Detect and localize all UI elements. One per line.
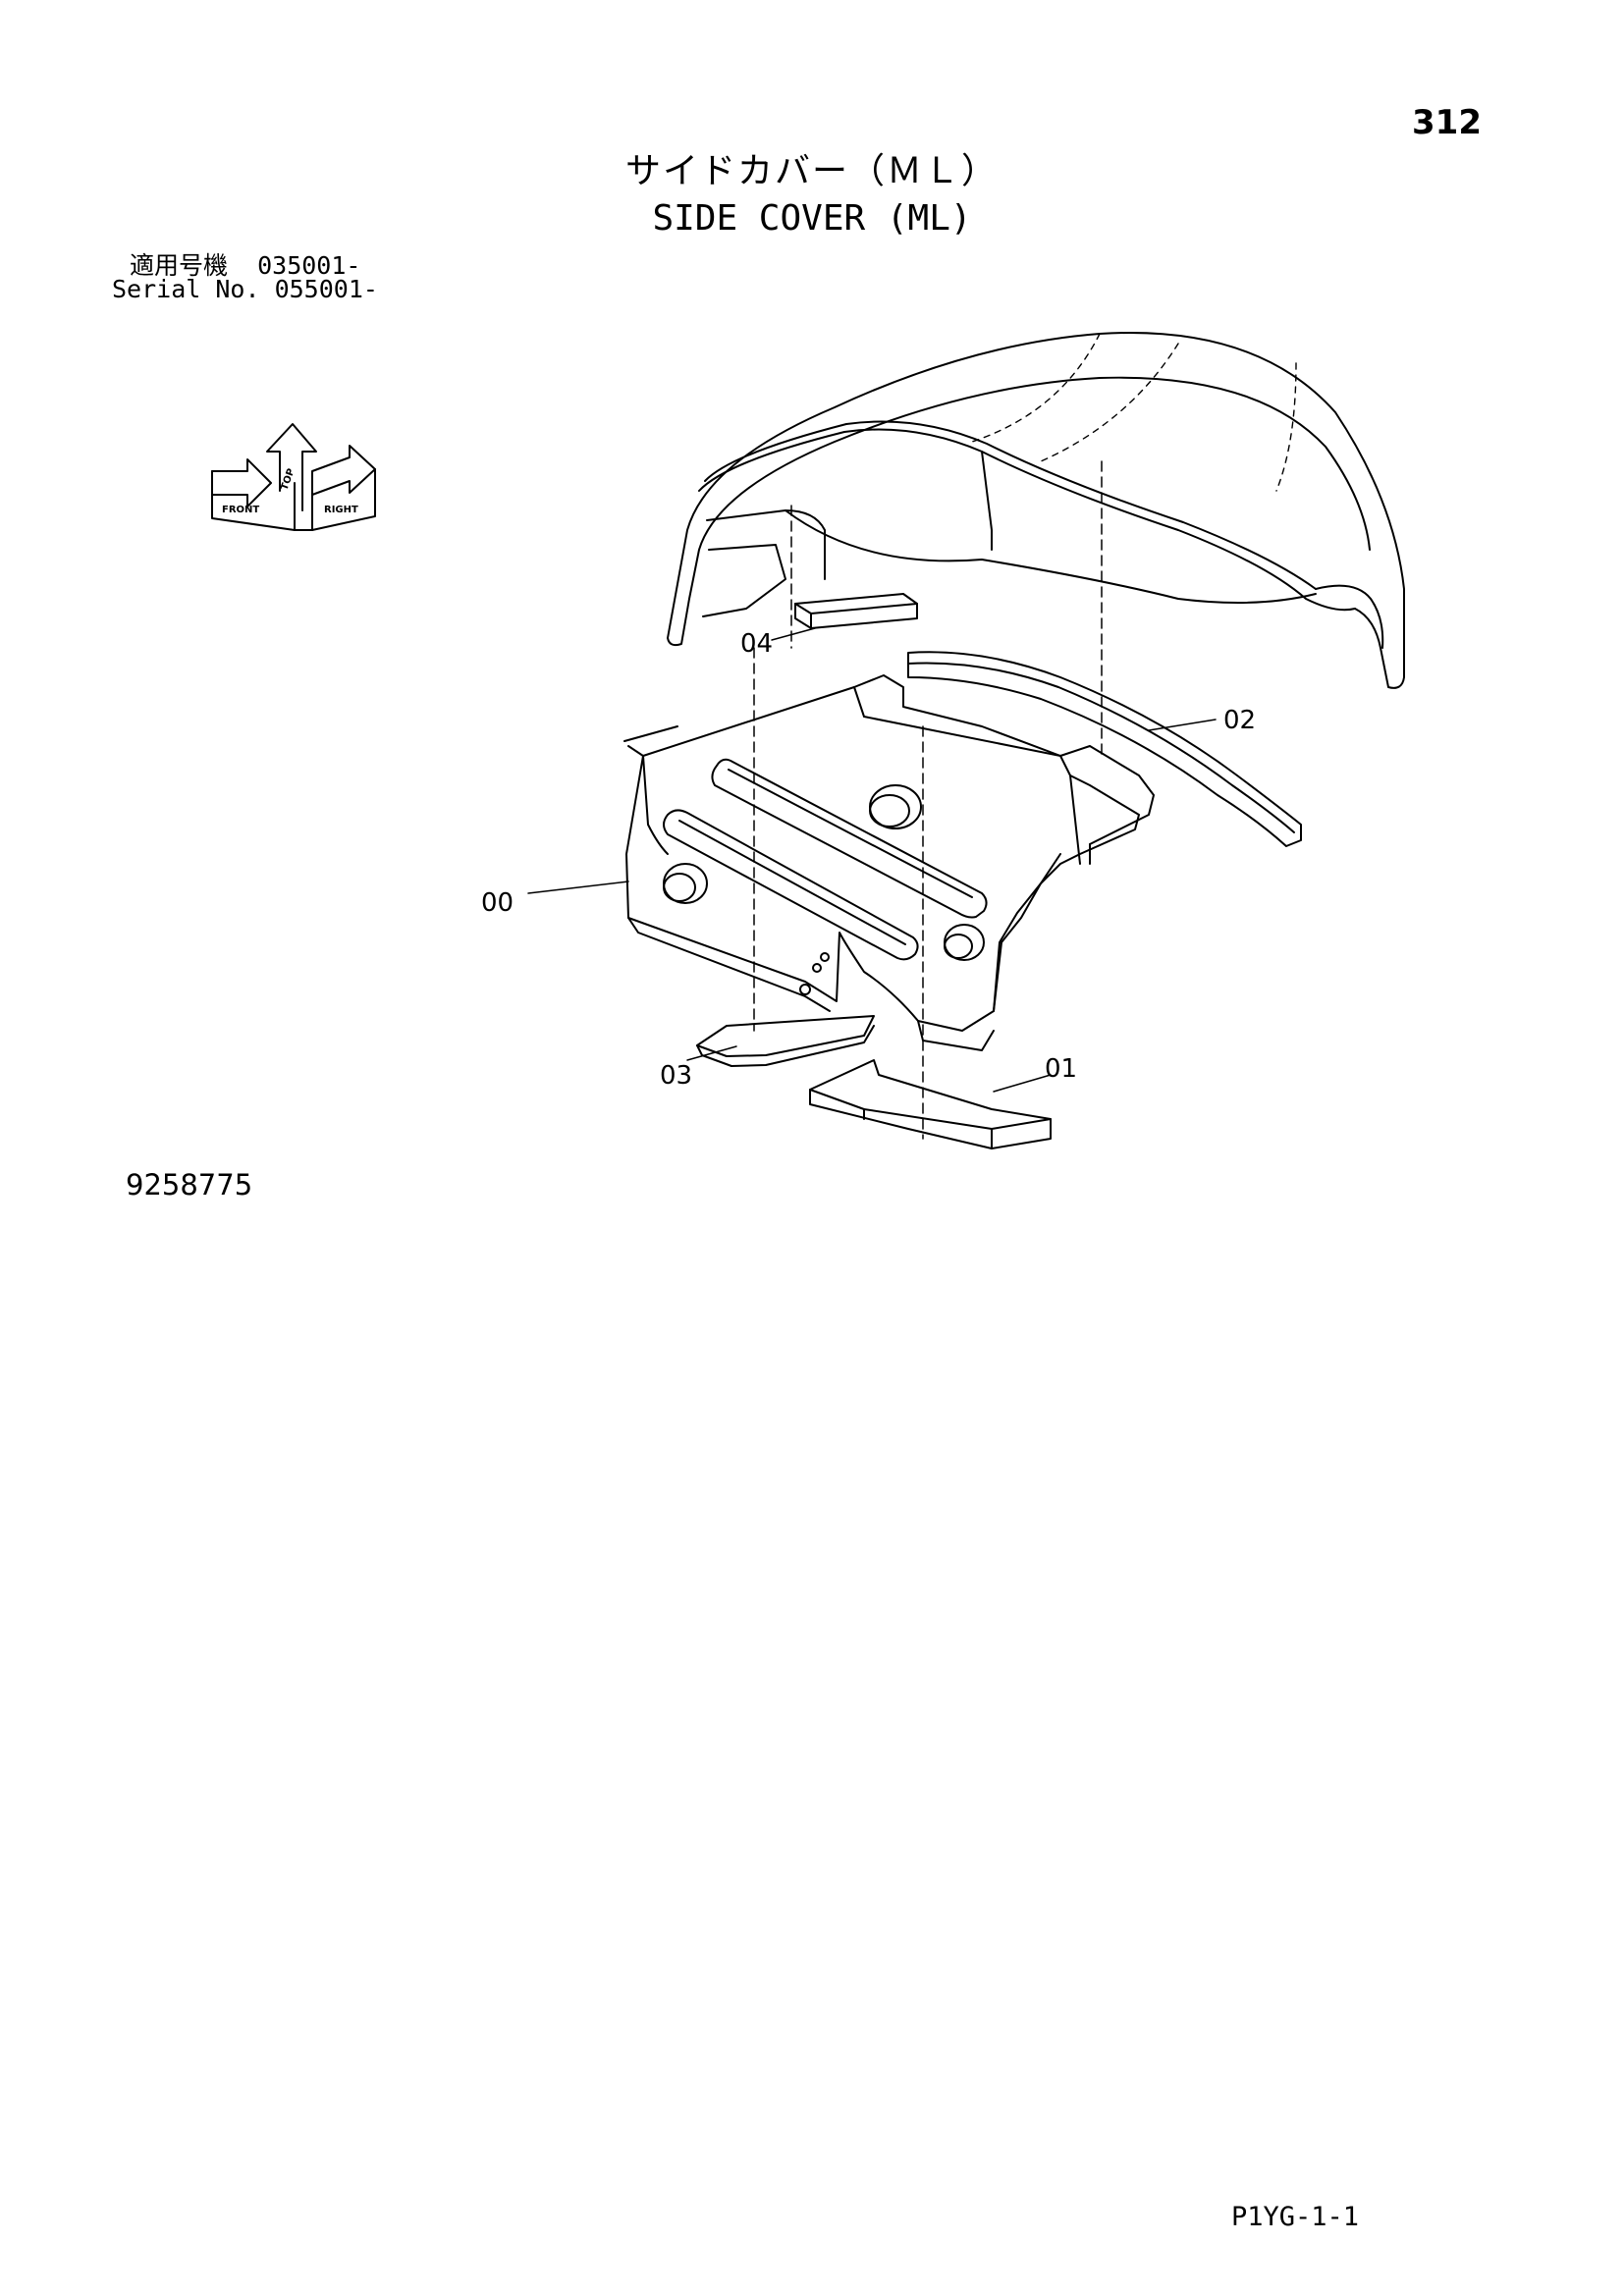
callout-label-01: 01 <box>1045 1054 1077 1084</box>
orientation-front-label: FRONT <box>222 505 259 515</box>
side-cover-hood-part <box>667 332 1405 689</box>
drawing-number: 9258775 <box>126 1168 253 1201</box>
seal-strip-02-part <box>907 651 1302 847</box>
seal-04-part <box>794 593 918 629</box>
callout-label-04: 04 <box>740 629 773 659</box>
applicable-serial-jp: 適用号機 035001- <box>130 251 361 280</box>
seal-01-part <box>809 1059 1052 1149</box>
page-number: 312 <box>1412 103 1482 142</box>
callout-label-00: 00 <box>481 888 514 918</box>
seal-03-part <box>696 1015 875 1067</box>
callout-label-02: 02 <box>1223 706 1256 735</box>
assembly-guide-lines <box>753 460 1103 1140</box>
side-cover-panel-00-part <box>623 674 1155 1051</box>
orientation-right-label: RIGHT <box>324 505 358 515</box>
callout-label-03: 03 <box>660 1061 692 1091</box>
callout-leaders <box>527 627 1217 1093</box>
page-title-japanese: サイドカバー（ＭＬ） <box>624 151 999 191</box>
footer-code: P1YG-1-1 <box>1231 2202 1360 2232</box>
orientation-arrows-icon: FRONT TOP RIGHT <box>211 423 376 531</box>
page-title-english: SIDE COVER (ML) <box>652 198 972 239</box>
applicable-serial-en: Serial No. 055001- <box>112 275 378 303</box>
